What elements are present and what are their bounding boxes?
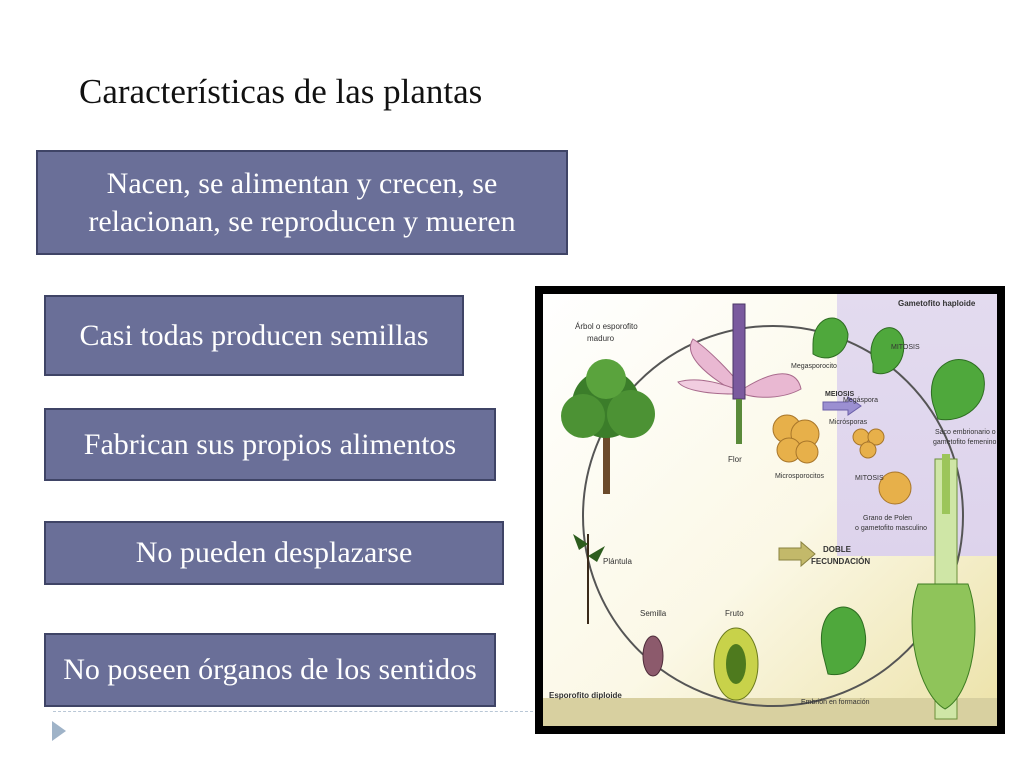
seedling-icon xyxy=(573,534,605,624)
label-fruto: Fruto xyxy=(725,609,744,618)
pollen-tube-icon xyxy=(911,454,976,720)
characteristic-box-2: Casi todas producen semillas xyxy=(44,295,464,376)
label-grano-1: Grano de Polen xyxy=(863,515,912,522)
fecundacion-arrow-icon xyxy=(778,540,816,568)
label-megaspora: Megáspora xyxy=(843,397,878,404)
label-flor: Flor xyxy=(728,455,742,464)
label-plantula: Plántula xyxy=(603,557,632,566)
label-mitosis-2: MITOSIS xyxy=(855,475,884,482)
label-mitosis-1: MITOSIS xyxy=(891,344,920,351)
label-microsporas: Micrósporas xyxy=(829,419,868,426)
label-gametofito: Gametofito haploide xyxy=(898,299,976,308)
label-microsporocitos: Microsporocitos xyxy=(775,473,825,480)
slide-nav-arrow-icon[interactable] xyxy=(52,721,66,741)
characteristic-box-3: Fabrican sus propios alimentos xyxy=(44,408,496,481)
label-embrion: Embrión en formación xyxy=(801,699,870,706)
embryo-icon xyxy=(820,606,867,676)
label-saco-2: gametofito femenino xyxy=(933,439,997,446)
haploid-region xyxy=(837,294,997,556)
megasporocito-icon xyxy=(812,317,849,359)
label-megasporocito: Megasporocito xyxy=(791,363,837,370)
flower-icon xyxy=(677,303,802,444)
label-grano-2: o gametofito masculino xyxy=(855,525,927,532)
characteristic-box-4: No pueden desplazarse xyxy=(44,521,504,585)
label-arbol: Árbol o esporofito xyxy=(575,322,638,331)
label-doble: DOBLE xyxy=(823,545,852,554)
label-arbol-2: maduro xyxy=(587,334,615,343)
characteristic-box-5: No poseen órganos de los sentidos xyxy=(44,633,496,707)
plant-life-cycle-diagram: Árbol o esporofito maduro Flor Microspor… xyxy=(535,286,1005,734)
life-cycle-illustration: Árbol o esporofito maduro Flor Microspor… xyxy=(543,294,997,726)
label-saco-1: Saco embrionario o xyxy=(935,429,996,436)
tree-icon xyxy=(561,359,655,494)
cycle-circle xyxy=(582,325,964,707)
label-fecundacion: FECUNDACIÓN xyxy=(811,557,870,566)
label-semilla: Semilla xyxy=(640,609,667,618)
megaspora-icon xyxy=(870,327,905,375)
characteristic-box-1: Nacen, se alimentan y crecen, se relacio… xyxy=(36,150,568,255)
fruit-icon xyxy=(713,627,759,701)
meiosis-arrow-icon xyxy=(822,396,862,416)
footer-divider xyxy=(53,711,533,712)
slide-title: Características de las plantas xyxy=(79,72,483,111)
label-esporofito: Esporofito diploide xyxy=(549,691,622,700)
saco-embrionario-icon xyxy=(931,359,985,421)
microsporas-icon xyxy=(852,428,885,459)
pollen-grain-icon xyxy=(878,471,912,505)
label-meiosis: MEIOSIS xyxy=(825,391,855,398)
seed-icon xyxy=(642,635,664,677)
microsporocitos-icon xyxy=(772,414,820,464)
diagram-bottom-band xyxy=(543,698,997,726)
